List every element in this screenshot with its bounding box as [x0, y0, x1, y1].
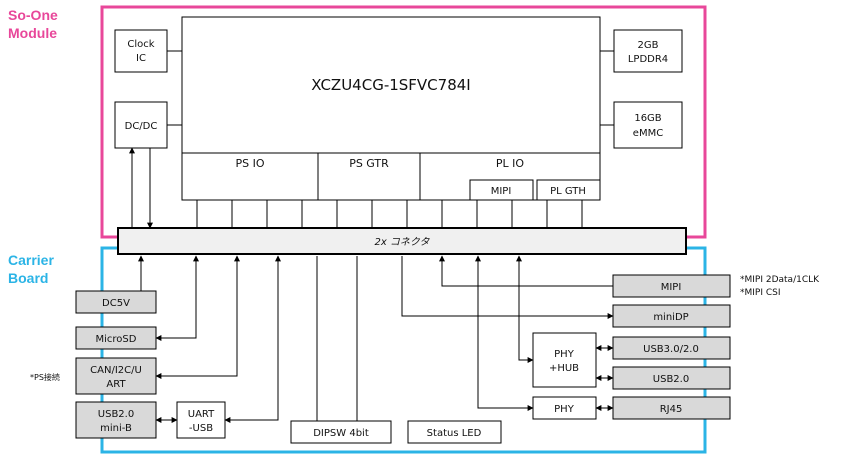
dc5v-label: DC5V: [102, 298, 130, 309]
usb30-label: USB3.0/2.0: [643, 344, 699, 355]
clock-ic-line1: Clock: [127, 39, 154, 50]
ps-gtr-label: PS GTR: [349, 157, 389, 170]
carrier-center-links: [316, 256, 358, 421]
dcdc-label: DC/DC: [125, 121, 158, 132]
lpddr-line2: LPDDR4: [628, 54, 668, 65]
mipi-note-line1: *MIPI 2Data/1CLK: [740, 275, 820, 285]
soc-plgth-box: [536, 179, 601, 201]
carrier-right-links: [401, 255, 614, 411]
phy-hub-line2: +HUB: [549, 363, 579, 374]
pl-io-label: PL IO: [496, 157, 525, 170]
dcdc-box: [114, 101, 168, 149]
phy-label: PHY: [554, 404, 575, 415]
module-title-line2: Module: [8, 25, 57, 41]
soc-name: XCZU4CG-1SFVC784I: [311, 76, 470, 94]
usb20-label: USB2.0: [653, 374, 689, 385]
uart-usb-line1: UART: [188, 409, 215, 420]
lpddr-line1: 2GB: [638, 40, 659, 51]
carrier-title-line1: Carrier: [8, 252, 54, 268]
rj45-label: RJ45: [660, 404, 683, 415]
usb-minib-line1: USB2.0: [98, 409, 134, 420]
connector-label: 2x コネクタ: [374, 236, 430, 248]
can-line1: CAN/I2C/U: [90, 365, 142, 376]
dipsw-label: DIPSW 4bit: [313, 428, 369, 439]
emmc-line2: eMMC: [633, 128, 663, 139]
usb-minib-line2: mini-B: [100, 423, 132, 434]
uart-usb-line2: -USB: [189, 423, 213, 434]
can-line2: ART: [106, 379, 126, 390]
carrier-title-line2: Board: [8, 270, 48, 286]
soc-connector-links: [196, 200, 583, 228]
phy-hub-line1: PHY: [554, 349, 575, 360]
soc-mipi-box: [469, 179, 534, 201]
minidp-label: miniDP: [653, 312, 688, 323]
soc-plgth-label: PL GTH: [550, 186, 586, 197]
emmc-line1: 16GB: [634, 113, 661, 124]
status-led-box: [407, 420, 502, 444]
microsd-label: MicroSD: [96, 334, 137, 345]
can-box: [75, 357, 157, 395]
connector-bar: [117, 227, 687, 255]
clock-ic-box: [114, 29, 168, 73]
module-title-line1: So-One: [8, 7, 58, 23]
soc-mipi-label: MIPI: [491, 186, 512, 197]
soc-block: [181, 16, 601, 201]
phy-hub-box: [532, 332, 597, 388]
mipi-note-line2: *MIPI CSI: [740, 288, 781, 298]
carrier-left-links: [138, 255, 281, 423]
mipi-label: MIPI: [661, 282, 682, 293]
emmc-box: [613, 101, 683, 149]
ps-io-label: PS IO: [235, 157, 264, 170]
status-led-label: Status LED: [427, 428, 482, 439]
ps-note: *PS接続: [30, 372, 60, 382]
dipsw-box: [290, 420, 392, 444]
lpddr-box: [613, 29, 683, 73]
clock-ic-line2: IC: [136, 53, 146, 64]
